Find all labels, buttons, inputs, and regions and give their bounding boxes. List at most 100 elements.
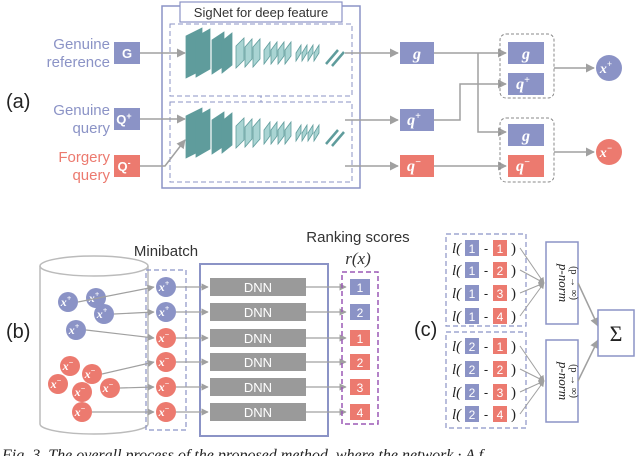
group-top-q-plus: q+ — [508, 73, 544, 95]
part-b: (b) x+x+x+x+x−x−x−x−x−x− Minibatch x+x+x… — [6, 229, 410, 437]
route-q-plus — [434, 79, 507, 121]
svg-text:2: 2 — [497, 264, 504, 278]
score-value: 2 — [357, 306, 364, 320]
feature-q-minus: q− — [400, 155, 434, 177]
cylinder-negative-sample: x− — [72, 402, 92, 422]
dnn-label: DNN — [244, 405, 272, 420]
score-box — [350, 330, 370, 346]
cnn-layer — [277, 120, 285, 146]
input-label-line1: Genuine — [53, 36, 110, 53]
cnn-layer — [307, 43, 314, 63]
svg-text:l(: l( — [452, 241, 462, 257]
cylinder-negative-sample: x− — [60, 356, 80, 376]
svg-text:3: 3 — [497, 386, 504, 400]
score-box — [350, 379, 370, 395]
svg-text:x−: x− — [84, 366, 96, 381]
svg-text:2: 2 — [469, 340, 476, 354]
cnn-layer — [221, 112, 233, 154]
svg-text:l(: l( — [452, 309, 462, 325]
pair-group-1 — [445, 233, 527, 327]
svg-text:): ) — [511, 241, 516, 257]
caption: Fig. 3. The overall process of the propo… — [1, 447, 486, 456]
group-bottom-g-text: g — [521, 128, 530, 145]
cnn-layer — [195, 108, 211, 158]
svg-text:2: 2 — [469, 408, 476, 422]
svg-text:-: - — [484, 407, 488, 422]
svg-text:x−: x− — [50, 376, 62, 391]
minibatch-sample: x− — [156, 352, 176, 372]
minibatch-sample: x− — [156, 328, 176, 348]
svg-text:x−: x− — [102, 380, 114, 395]
svg-text:-: - — [484, 309, 488, 324]
route-g-bottom — [477, 53, 507, 137]
pnorm-top-label: p-norm — [556, 263, 571, 302]
cnn-layer — [263, 40, 271, 66]
pnorm-bottom-label: p-norm — [556, 361, 571, 400]
minibatch-sample: x− — [156, 377, 176, 397]
arrow-pnorm-bottom-sum — [577, 339, 599, 382]
fc-layer — [331, 51, 345, 67]
feature-q-minus-text: q− — [407, 157, 421, 175]
svg-text:4: 4 — [497, 310, 504, 324]
part-c: (c) l(1-1)l(1-2)l(1-3)l(1-4)l(2-1)l(2-2)… — [414, 233, 635, 429]
fc-layer — [331, 131, 345, 147]
score-box — [350, 404, 370, 420]
input-forgery-query: Forgery query Q- — [58, 149, 140, 184]
svg-text:x−: x− — [74, 384, 86, 399]
score-box — [350, 354, 370, 370]
svg-text:): ) — [511, 309, 516, 325]
signet-title-bg — [179, 1, 343, 23]
svg-text:l(: l( — [452, 407, 462, 423]
cnn-layer — [270, 40, 278, 66]
svg-text:2: 2 — [497, 363, 504, 377]
svg-text:x+: x+ — [158, 279, 170, 294]
dnn-block — [210, 378, 306, 396]
cnn-layer — [301, 123, 308, 143]
pair-group-2 — [445, 331, 527, 429]
svg-text:x−: x− — [158, 379, 170, 394]
pnorm-top-sub: (p → ∞) — [568, 266, 579, 300]
svg-text:): ) — [511, 339, 516, 355]
svg-text:x+: x+ — [158, 304, 170, 319]
fc-layer — [325, 49, 339, 65]
sum-symbol: Σ — [610, 321, 623, 346]
svg-text:x−: x− — [74, 404, 86, 419]
svg-text:l(: l( — [452, 339, 462, 355]
cnn-layer — [295, 43, 302, 63]
cnn-layer — [235, 117, 245, 149]
score-box — [350, 304, 370, 320]
part-b-label: (b) — [6, 321, 30, 343]
svg-text:): ) — [511, 362, 516, 378]
dnn-block — [210, 353, 306, 371]
ranking-box — [341, 271, 379, 425]
arrow-q-minus-in — [140, 139, 186, 167]
cylinder-positive-sample: x+ — [66, 320, 86, 340]
cnn-layers-bottom — [185, 107, 345, 159]
input-label-line1: Forgery — [58, 149, 110, 166]
arrow-pnorm-top-sum — [577, 282, 599, 327]
ranking-title: Ranking scores — [306, 229, 409, 246]
loss-pair: l(1-3) — [452, 285, 516, 302]
input-label-line2: query — [72, 167, 110, 184]
cnn-layer — [252, 37, 261, 69]
cnn-layer — [313, 43, 320, 63]
signet-title: SigNet for deep feature — [194, 5, 328, 20]
input-label-line1: Genuine — [53, 102, 110, 119]
output-x-minus-text: x− — [599, 143, 612, 161]
minibatch-items: x+x+x−x−x−x− — [156, 277, 176, 422]
cnn-layer — [252, 117, 261, 149]
minibatch-sample: x+ — [156, 277, 176, 297]
part-a: (a) Genuine reference G Genuine query Q+… — [6, 1, 622, 189]
dnn-label: DNN — [244, 355, 272, 370]
svg-text:): ) — [511, 286, 516, 302]
svg-text:-: - — [484, 339, 488, 354]
score-value: 1 — [357, 281, 364, 295]
dnn-label: DNN — [244, 280, 272, 295]
group-bottom-q-minus-text: q− — [516, 157, 530, 175]
svg-text:-: - — [484, 385, 488, 400]
svg-text:x−: x− — [62, 358, 74, 373]
pair-arrow — [519, 269, 545, 284]
minibatch-title: Minibatch — [134, 243, 198, 260]
feature-q-plus-text: q+ — [407, 111, 421, 129]
